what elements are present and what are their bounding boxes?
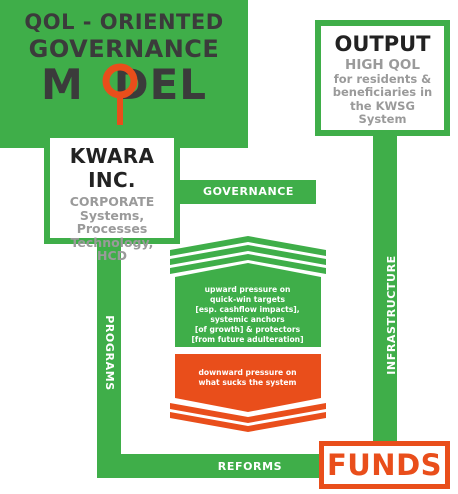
kwara-line: Processes <box>76 221 148 236</box>
reforms-label: REFORMS <box>217 460 283 473</box>
kwara-line: HCD <box>96 248 127 263</box>
kwara-title: KWARA INC. <box>69 144 155 192</box>
programs-label: PROGRAMS <box>103 315 116 391</box>
upward-pressure-chevrons <box>170 236 326 347</box>
infrastructure-pipe <box>373 136 397 442</box>
downward-line: downward pressure on <box>198 368 297 377</box>
output-title: OUTPUT <box>334 32 431 56</box>
upward-line: [esp. cashflow impacts], <box>195 305 300 314</box>
funds-box: FUNDS <box>319 441 450 489</box>
governance-pipe <box>180 180 316 204</box>
infrastructure-label: INFRASTRUCTURE <box>385 255 398 375</box>
kwara-line: Systems, <box>79 207 145 223</box>
output-box: OUTPUT HIGH QOL for residents & benefici… <box>315 20 450 136</box>
magnifier-icon <box>102 63 138 125</box>
output-lead: HIGH QOL <box>345 57 420 73</box>
reforms-pipe <box>97 454 321 478</box>
upward-line: [from future adulteration] <box>191 335 304 344</box>
kwara-line: CORPORATE <box>69 194 155 209</box>
upward-line: systemic anchors <box>210 315 285 324</box>
downward-pressure-chevrons <box>170 354 326 432</box>
upward-line: quick-win targets <box>209 295 286 304</box>
output-line: for residents & <box>333 71 432 86</box>
funds-label: FUNDS <box>326 448 443 482</box>
upward-line: [of growth] & protectors <box>194 325 301 334</box>
upward-line: upward pressure on <box>204 285 291 294</box>
output-line: beneficiaries in <box>332 85 433 99</box>
title-line-2: GOVERNANCE <box>28 35 220 63</box>
output-line: the KWSG <box>350 98 415 113</box>
upward-pressure-text: upward pressure on quick-win targets [es… <box>180 285 315 345</box>
output-subtitle: HIGH QOL for residents & beneficiaries i… <box>321 57 444 127</box>
title-line-1: QOL - ORIENTED <box>24 10 224 34</box>
output-line: System <box>358 112 407 126</box>
governance-label: GOVERNANCE <box>202 185 295 198</box>
programs-pipe <box>97 244 121 478</box>
title-model-m: M <box>40 60 84 109</box>
downward-pressure-text: downward pressure on what sucks the syst… <box>180 368 315 388</box>
kwara-line: Technology, <box>70 234 154 250</box>
kwara-inc-box: KWARA INC. CORPORATE Systems, Processes … <box>44 132 180 262</box>
kwara-subtitle: CORPORATE Systems, Processes Technology,… <box>50 195 174 263</box>
downward-line: what sucks the system <box>198 378 297 387</box>
